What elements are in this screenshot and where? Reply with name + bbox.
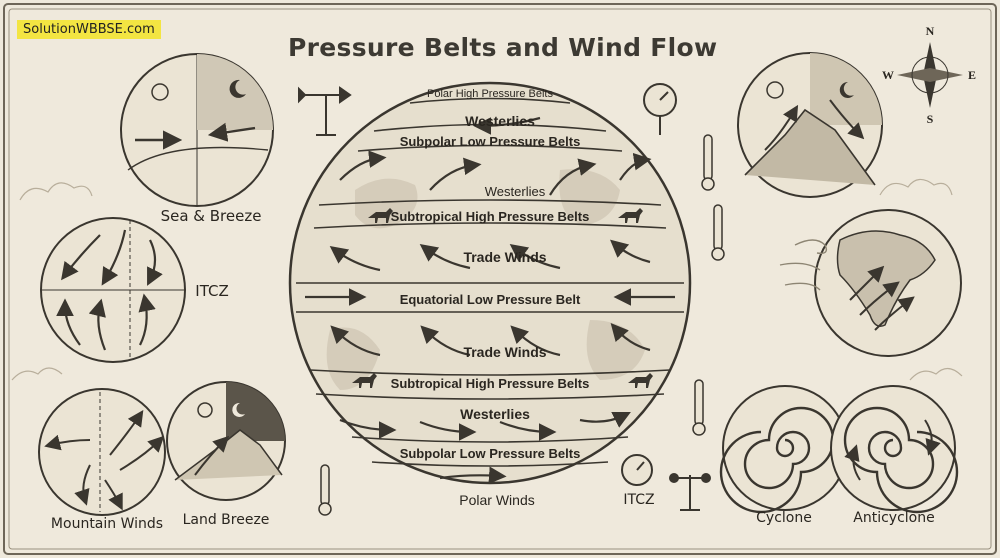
itcz-left-vignette [40,217,186,363]
compass-north: N [925,24,935,38]
thermometer-icons [318,134,725,516]
band-westerlies-mid: Westerlies [484,184,546,199]
label-mountain-winds: Mountain Winds [50,516,164,532]
label-itcz-left: ITCZ [195,282,229,300]
outer-frame [3,3,997,555]
anemometer-icon [669,473,711,511]
band-subtropical-high-bottom: Subtropical High Pressure Belts [390,376,590,391]
label-itcz-bottom: ITCZ [623,492,655,508]
wind-swirls [779,239,828,291]
land-breeze-vignette [166,381,286,501]
sea-breeze-vignette [120,53,274,207]
band-westerlies-top: Westerlies [465,113,535,129]
globe [288,81,692,485]
compass-south: S [926,112,934,126]
compass-west: W [882,68,894,82]
band-subpolar-low-bottom: Subpolar Low Pressure Belts [399,446,581,461]
cyclone-vignette [719,385,848,514]
band-westerlies-bottom: Westerlies [460,406,530,422]
inner-frame [8,8,992,550]
mountain-breeze-vignette [737,52,883,198]
compass-rose [897,42,963,108]
band-polar-winds: Polar Winds [459,492,535,508]
page-title: Pressure Belts and Wind Flow [288,33,718,62]
mountain-winds-vignette [38,388,166,516]
horse-latitude-icons [352,208,653,388]
band-trade-winds-top: Trade Winds [463,249,547,265]
band-subpolar-low-top: Subpolar Low Pressure Belts [399,134,581,149]
label-anticyclone: Anticyclone [853,510,935,526]
background-clouds [11,178,963,381]
band-trade-winds-bottom: Trade Winds [463,344,547,360]
band-polar-high: Polar High Pressure Belts [427,88,553,100]
barometer-icon [643,83,677,135]
gauge-icon [621,454,653,486]
weather-vane-icon [298,86,352,136]
compass-east: E [967,68,977,82]
india-monsoon-vignette [814,209,962,357]
band-subtropical-high-top: Subtropical High Pressure Belts [390,209,590,224]
label-land-breeze: Land Breeze [182,512,270,528]
anticyclone-vignette [830,385,959,514]
label-cyclone: Cyclone [756,510,812,526]
source-badge: SolutionWBBSE.com [17,20,161,39]
label-sea-breeze: Sea & Breeze [160,207,262,225]
band-equatorial-low: Equatorial Low Pressure Belt [399,292,581,307]
